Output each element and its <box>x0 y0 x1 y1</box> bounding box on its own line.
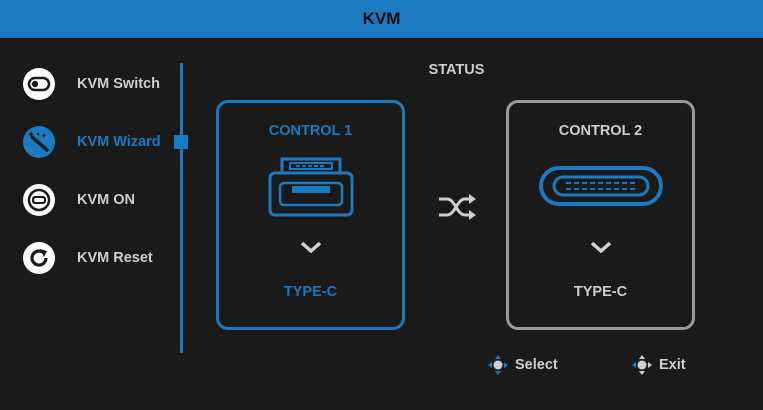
control-2-type: TYPE-C <box>573 284 628 300</box>
reset-icon <box>22 241 56 275</box>
control-1-title: CONTROL 1 <box>268 123 353 139</box>
menu-label: KVM Switch <box>77 76 160 92</box>
control-2-title: CONTROL 2 <box>558 123 643 139</box>
usb-c-port-icon <box>509 165 692 207</box>
select-hint-label: Select <box>515 357 558 373</box>
magic-wand-icon <box>22 125 56 159</box>
toggle-switch-icon <box>22 67 56 101</box>
menu-label: KVM Wizard <box>77 134 161 150</box>
menu-label: KVM ON <box>77 192 135 208</box>
usb-a-port-icon <box>219 155 402 217</box>
control-2-card: CONTROL 2 TYPE-C <box>506 100 695 330</box>
shuffle-icon <box>439 194 476 220</box>
exit-hint-label: Exit <box>659 357 686 373</box>
exit-hint: Exit <box>631 354 686 376</box>
menu-divider <box>180 63 183 353</box>
selection-indicator <box>174 135 188 149</box>
joystick-select-icon <box>488 355 508 375</box>
select-hint: Select <box>487 354 558 376</box>
menu-item-kvm-reset[interactable]: KVM Reset <box>22 241 182 275</box>
status-heading: STATUS <box>428 62 485 78</box>
chevron-down-icon <box>509 241 692 253</box>
chevron-down-icon <box>219 241 402 253</box>
control-1-card: CONTROL 1 TYPE-C <box>216 100 405 330</box>
title-bar: KVM <box>0 0 763 38</box>
menu-item-kvm-on[interactable]: KVM ON <box>22 183 182 217</box>
menu-item-kvm-wizard[interactable]: KVM Wizard <box>22 125 182 159</box>
control-1-type: TYPE-C <box>283 284 338 300</box>
power-ring-icon <box>22 183 56 217</box>
menu-item-kvm-switch[interactable]: KVM Switch <box>22 67 182 101</box>
joystick-exit-icon <box>632 355 652 375</box>
page-title: KVM <box>362 9 401 28</box>
menu-label: KVM Reset <box>77 250 153 266</box>
